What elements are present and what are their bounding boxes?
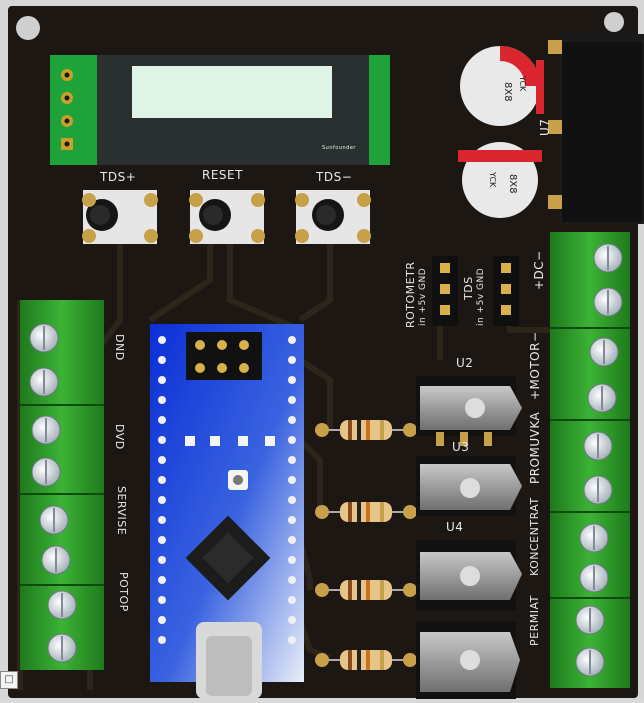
pin-headers [432,256,519,326]
svg-text:8X8: 8X8 [502,82,513,102]
svg-text:8X8: 8X8 [507,174,518,194]
capacitors: 8X8 YCK 8X8 YCK [458,46,544,218]
svg-text:YCK: YCK [518,75,527,92]
header-title-tds: TDS [462,276,475,300]
mount-hole [604,12,624,32]
mount-hole [16,16,40,40]
header-title-rotometr: ROTOMETR [404,261,417,328]
header-pins-rotometr: in +5v GND [418,267,428,326]
tactile-buttons [82,190,371,244]
view-toggle-button[interactable]: □ [0,671,18,689]
terminal-label-motor: +MOTOR− [528,331,542,400]
button-label-tds-minus: TDS− [316,170,353,184]
svg-text:YCK: YCK [488,171,497,188]
button-label-tds-plus: TDS+ [100,170,137,184]
terminal-label-dnd: DND [113,334,126,361]
transistor-label-u4: U4 [446,520,464,534]
terminal-label-koncentrat: KONCENTRAT [528,497,541,576]
right-terminal-blocks [550,232,630,688]
left-terminal-blocks [20,300,104,670]
transistor-label-u3: U3 [452,440,470,454]
terminal-label-dvd: DVD [113,424,126,450]
resistors [315,420,417,670]
arduino-nano [150,324,304,699]
button-label-reset: RESET [202,168,243,182]
terminal-label-dc: +DC− [532,250,546,290]
terminal-label-potop: POTOP [117,572,130,612]
regulator-label-u7: U7 [538,118,552,136]
transistor-label-u2: U2 [456,356,474,370]
terminal-label-permiat: PERMIAT [528,595,541,646]
header-pins-tds: in +5v GND [476,267,486,326]
transistors [416,376,522,699]
regulator-u7 [548,34,644,224]
terminal-label-servise: SERVISE [115,486,128,536]
lcd-logo-label: Sunfounder [322,145,356,151]
lcd-module [50,55,390,165]
terminal-label-promuvka: PROMUVKA [528,411,542,484]
